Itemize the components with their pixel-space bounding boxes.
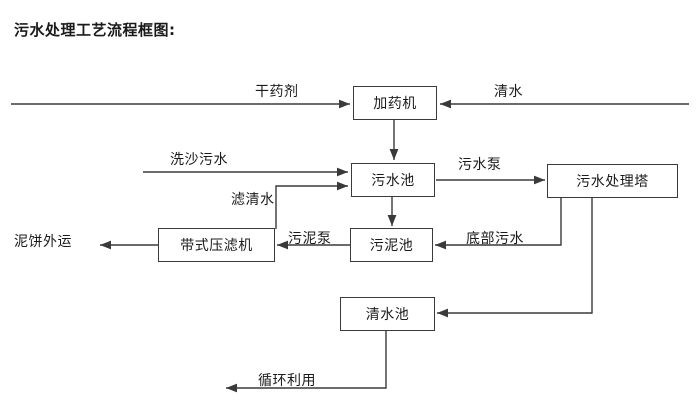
node-label-wastewater-pool: 污水池 [371, 173, 415, 189]
node-label-clean-water-pool: 清水池 [365, 307, 410, 323]
label-wastewater-pump: 污水泵 [458, 157, 502, 173]
page-title: 污水处理工艺流程框图: [14, 21, 176, 39]
label-clean-water-input: 清水 [494, 84, 523, 100]
node-label-treatment-tower: 污水处理塔 [576, 174, 649, 190]
node-label-dosing-machine: 加药机 [373, 96, 417, 112]
node-label-belt-filter-press: 带式压滤机 [180, 238, 253, 254]
label-sand-wash-wastewater: 洗沙污水 [170, 152, 228, 168]
edge-clean-water-pool-recycle [226, 331, 387, 393]
node-sludge-pool[interactable]: 污泥池 [350, 228, 433, 262]
node-treatment-tower[interactable]: 污水处理塔 [547, 164, 678, 198]
node-label-sludge-pool: 污泥池 [369, 238, 414, 254]
label-filtered-clean-water: 滤清水 [231, 192, 275, 208]
edge-filtered-water-to-wastewater-pool [275, 181, 348, 229]
node-belt-filter-press[interactable]: 带式压滤机 [158, 228, 275, 262]
node-wastewater-pool[interactable]: 污水池 [351, 163, 435, 197]
node-clean-water-pool[interactable]: 清水池 [340, 297, 435, 331]
edge-tower-to-clean-water-pool [437, 198, 593, 318]
node-dosing-machine[interactable]: 加药机 [353, 86, 437, 120]
label-sludge-pump: 污泥泵 [288, 231, 332, 247]
edge-bottom-wastewater-to-sludge-pool [435, 198, 562, 250]
label-mud-cake-out: 泥饼外运 [14, 234, 72, 250]
label-bottom-wastewater: 底部污水 [466, 231, 524, 247]
label-recycle-reuse: 循环利用 [258, 373, 316, 389]
label-dry-chemical: 干药剂 [255, 84, 299, 100]
